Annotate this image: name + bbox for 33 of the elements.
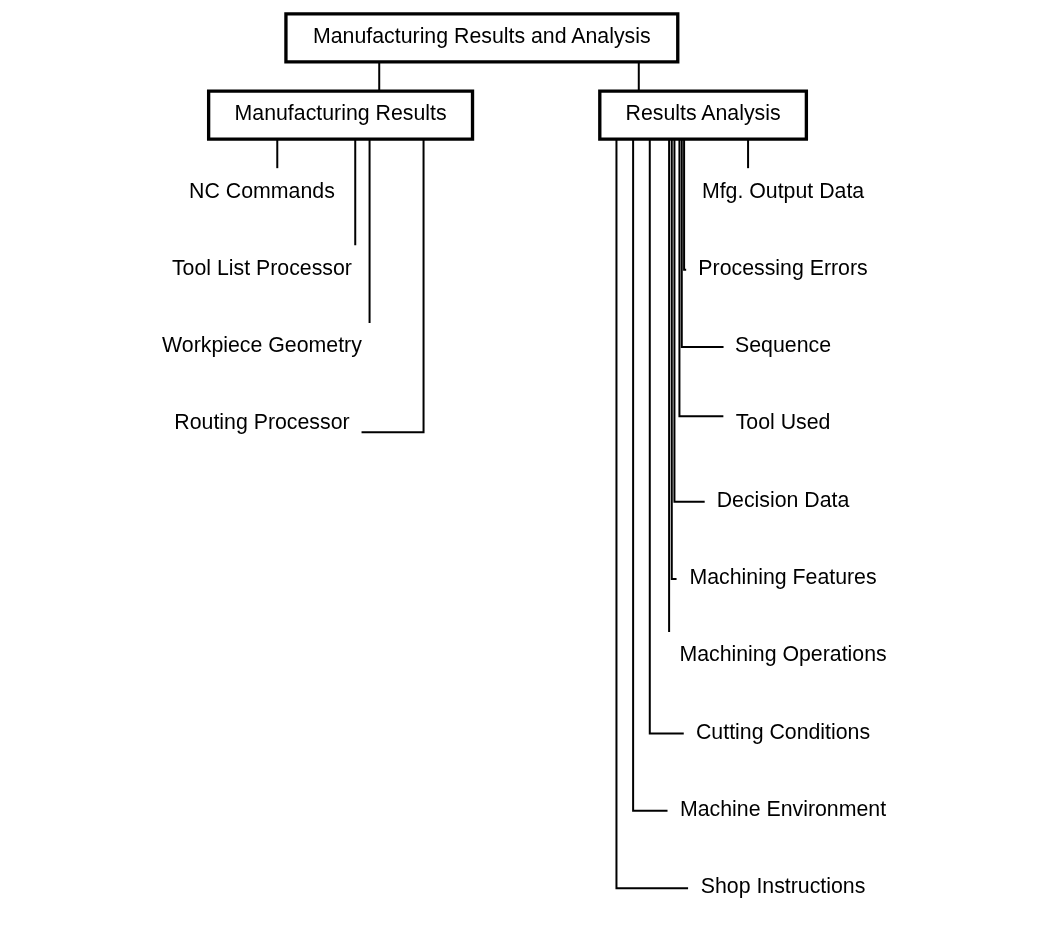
connector (672, 138, 706, 503)
node-text: Decision Data (716, 487, 849, 512)
connector (377, 60, 380, 92)
connector (682, 138, 687, 271)
node-text: Machining Operations (678, 642, 887, 667)
node-text: Sequence (734, 333, 831, 358)
node-text: Processing Errors (697, 255, 868, 280)
connector (667, 138, 670, 633)
connector (670, 138, 678, 580)
connector (746, 138, 749, 170)
node-text: Mfg. Output Data (701, 178, 864, 203)
connector (631, 138, 668, 812)
node-box: Results Analysis (597, 89, 808, 141)
connector (275, 138, 278, 170)
connector (677, 138, 724, 418)
node-text: Tool Used (735, 410, 830, 435)
node-text: Cutting Conditions (695, 719, 870, 744)
node-text: Tool List Processor (171, 255, 352, 280)
connector (614, 138, 689, 890)
node-box: Manufacturing Results and Analysis (283, 12, 679, 64)
node-text: Routing Processor (173, 410, 350, 435)
node-text: Workpiece Geometry (161, 333, 362, 358)
node-text: Shop Instructions (700, 874, 865, 899)
connector (637, 60, 640, 92)
connector (368, 138, 371, 324)
connector (360, 138, 425, 434)
node-text: NC Commands (188, 178, 335, 203)
node-text: Machining Features (688, 565, 877, 590)
connector (353, 138, 356, 247)
connector (648, 138, 685, 735)
connector (680, 138, 725, 349)
node-box: Manufacturing Results (206, 89, 474, 141)
node-text: Machine Environment (679, 796, 886, 821)
